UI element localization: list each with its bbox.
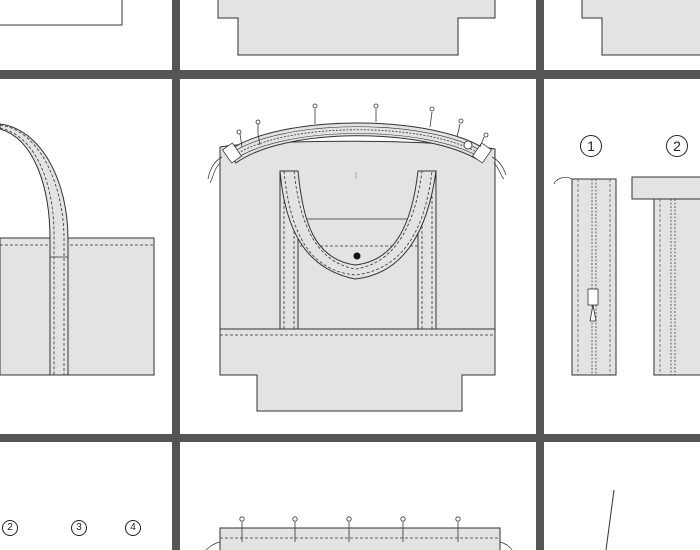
panel-middle-left <box>0 79 172 434</box>
top-middle-bag-bottom <box>217 0 496 56</box>
panel-bottom-right <box>544 442 700 550</box>
bottom-right-drawing <box>605 489 615 550</box>
step-number-2-bottom: 2 <box>2 520 18 536</box>
panel-top-left <box>0 0 172 70</box>
step-number-1: 1 <box>580 135 602 157</box>
panel-middle-center <box>180 79 536 434</box>
top-left-drawing <box>0 0 123 26</box>
bag-assembly-drawing <box>207 103 507 412</box>
step-number-3-bottom: 3 <box>71 520 87 536</box>
bottom-middle-pinned-edge <box>205 516 513 550</box>
step-number-2: 2 <box>666 135 688 157</box>
bag-with-strap-drawing <box>0 123 155 376</box>
panel-bottom-middle <box>180 442 536 550</box>
zipper-steps-drawing <box>553 176 700 376</box>
panel-middle-right: 1 2 <box>544 79 700 434</box>
top-right-bag-bottom <box>581 0 700 56</box>
step-number-4-bottom: 4 <box>125 520 141 536</box>
panel-top-middle <box>180 0 536 70</box>
panel-top-right <box>544 0 700 70</box>
snap-dot <box>353 252 361 260</box>
panel-bottom-left: 2 3 4 <box>0 442 172 550</box>
